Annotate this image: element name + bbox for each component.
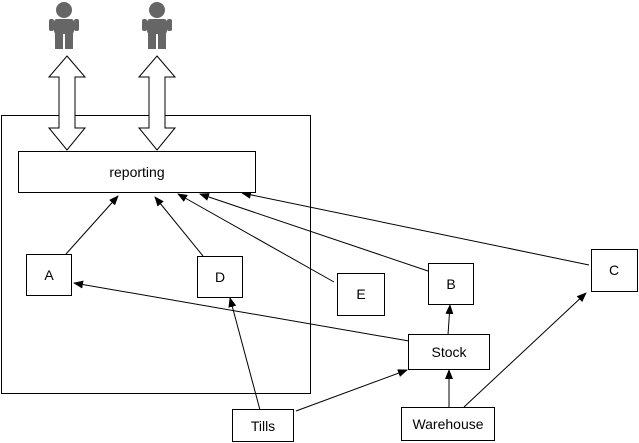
edge-stock-a bbox=[73, 280, 410, 342]
node-c-label: C bbox=[609, 262, 619, 278]
node-a-label: A bbox=[44, 267, 54, 283]
node-tills[interactable]: Tills bbox=[232, 409, 294, 442]
node-c[interactable]: C bbox=[591, 249, 638, 292]
node-d-label: D bbox=[215, 269, 225, 285]
node-e[interactable]: E bbox=[337, 273, 385, 316]
node-d[interactable]: D bbox=[197, 256, 243, 298]
bidirectional-arrow bbox=[47, 55, 87, 151]
node-b[interactable]: B bbox=[428, 263, 474, 305]
edge-tills-d bbox=[228, 297, 261, 411]
node-reporting[interactable]: reporting bbox=[18, 151, 256, 193]
edge-a-reporting bbox=[65, 195, 119, 255]
edge-tills-stock bbox=[295, 369, 408, 412]
node-stock[interactable]: Stock bbox=[408, 334, 490, 370]
bidirectional-arrow bbox=[137, 55, 177, 151]
edge-warehouse-c bbox=[463, 292, 587, 408]
edge-stock-b bbox=[445, 304, 454, 336]
node-e-label: E bbox=[356, 286, 365, 302]
node-a[interactable]: A bbox=[26, 254, 72, 296]
node-stock-label: Stock bbox=[431, 344, 467, 360]
node-warehouse-label: Warehouse bbox=[412, 416, 483, 432]
person-icon bbox=[142, 2, 172, 49]
node-tills-label: Tills bbox=[251, 418, 275, 434]
edge-d-reporting bbox=[154, 196, 204, 257]
edge-c-reporting bbox=[241, 190, 590, 266]
edge-b-reporting bbox=[199, 193, 429, 272]
person-icon bbox=[49, 2, 79, 49]
node-b-label: B bbox=[446, 276, 455, 292]
node-reporting-label: reporting bbox=[109, 164, 164, 180]
edge-e-reporting bbox=[177, 193, 335, 283]
node-warehouse[interactable]: Warehouse bbox=[401, 407, 495, 441]
